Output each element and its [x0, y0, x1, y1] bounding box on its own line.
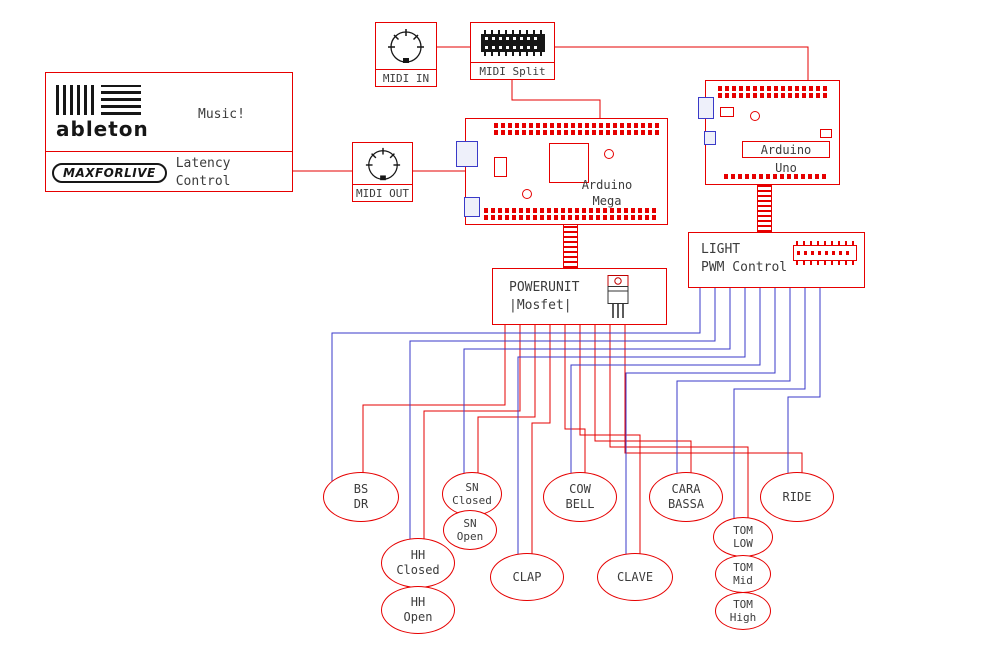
- arduino-mega-label: Arduino Mega: [581, 178, 633, 208]
- usb-port: [456, 141, 478, 167]
- ableton-logo-horizontal-bars-icon: [101, 85, 141, 115]
- midi-split-box: MIDI Split: [470, 22, 555, 80]
- drum-pad-tom-low: TOM LOW: [713, 517, 773, 557]
- powerunit-box: POWERUNIT |Mosfet|: [492, 268, 667, 325]
- board-component: [604, 149, 614, 159]
- drum-pad-hh-closed: HH Closed: [381, 538, 455, 588]
- drum-pad-clave: CLAVE: [597, 553, 673, 601]
- drum-pad-cara-bassa: CARA BASSA: [649, 472, 723, 522]
- pin-header: [484, 208, 659, 213]
- usb-port: [698, 97, 714, 119]
- din-connector-icon: [388, 29, 424, 63]
- board-component: [750, 111, 760, 121]
- powerunit-label: POWERUNIT |Mosfet|: [509, 280, 580, 313]
- maxforlive-row: MAXFORLIVE Latency Control: [46, 151, 292, 193]
- ribbon-cable-mega-to-powerunit: [563, 225, 578, 268]
- chip-body: [480, 34, 545, 52]
- pin-header: [484, 215, 659, 220]
- maxforlive-logo-text: MAXFORLIVE: [63, 165, 156, 180]
- pin-header: [724, 174, 828, 179]
- drum-pad-hh-open: HH Open: [381, 586, 455, 634]
- midi-in-label: MIDI IN: [376, 69, 436, 86]
- chip-body: [793, 245, 857, 261]
- midi-out-label: MIDI OUT: [353, 184, 412, 201]
- chip-pins-bottom: [796, 261, 854, 265]
- arduino-uno-label: Arduino: [760, 142, 812, 157]
- ableton-logo: ableton: [56, 85, 149, 141]
- board-component: [522, 189, 532, 199]
- light-pwm-box: LIGHT PWM Control: [688, 232, 865, 288]
- drum-pad-sn-closed: SN Closed: [442, 472, 502, 516]
- ic-chip-icon: [793, 241, 857, 265]
- midi-in-box: MIDI IN: [375, 22, 437, 87]
- pin-header: [494, 130, 662, 135]
- mosfet-icon: [607, 275, 629, 318]
- midi-out-box: MIDI OUT: [352, 142, 413, 202]
- light-pwm-label: LIGHT PWM Control: [701, 242, 788, 275]
- arduino-uno-sublabel: Uno: [775, 161, 797, 175]
- chip-pin-dots: [484, 46, 541, 49]
- chip-pin-dots: [484, 37, 541, 40]
- din-connector-icon: [365, 147, 400, 181]
- pin-header: [494, 123, 662, 128]
- red-wires: [293, 46, 809, 577]
- arduino-uno-label-box: Arduino: [742, 141, 830, 158]
- drum-pad-ride: RIDE: [760, 472, 834, 522]
- chip-pins-bottom: [483, 52, 542, 56]
- blue-wires: [331, 288, 821, 577]
- icsp-header: [820, 129, 832, 138]
- chip-pins-top: [796, 241, 854, 245]
- drum-pad-tom-high: TOM High: [715, 592, 771, 630]
- ableton-logo-text: ableton: [56, 117, 149, 141]
- drum-pad-cow-bell: COW BELL: [543, 472, 617, 522]
- power-jack: [464, 197, 480, 217]
- ic-chip-icon: [480, 30, 545, 56]
- drum-pad-bs-dr: BS DR: [323, 472, 399, 522]
- drum-pad-clap: CLAP: [490, 553, 564, 601]
- power-jack: [704, 131, 716, 145]
- drum-pad-tom-mid: TOM Mid: [715, 555, 771, 593]
- board-component: [494, 157, 507, 177]
- mcu-chip: [549, 143, 589, 183]
- arduino-uno-board: Arduino Uno: [698, 80, 840, 185]
- chip-pins-top: [483, 30, 542, 34]
- arduino-mega-board: Arduino Mega: [456, 118, 668, 225]
- ribbon-cable-uno-to-light: [757, 185, 772, 232]
- latency-control-label: Latency Control: [175, 155, 231, 189]
- midi-split-label: MIDI Split: [471, 62, 554, 79]
- board-component: [720, 107, 734, 117]
- music-label: Music!: [198, 107, 245, 122]
- pin-header: [718, 93, 830, 98]
- ableton-unit-box: ableton Music! MAXFORLIVE Latency Contro…: [45, 72, 293, 192]
- ableton-logo-vertical-bars-icon: [56, 85, 96, 115]
- drum-pad-sn-open: SN Open: [443, 510, 497, 550]
- chip-pin-dots: [797, 251, 853, 255]
- maxforlive-logo: MAXFORLIVE: [52, 162, 167, 183]
- pin-header: [718, 86, 830, 91]
